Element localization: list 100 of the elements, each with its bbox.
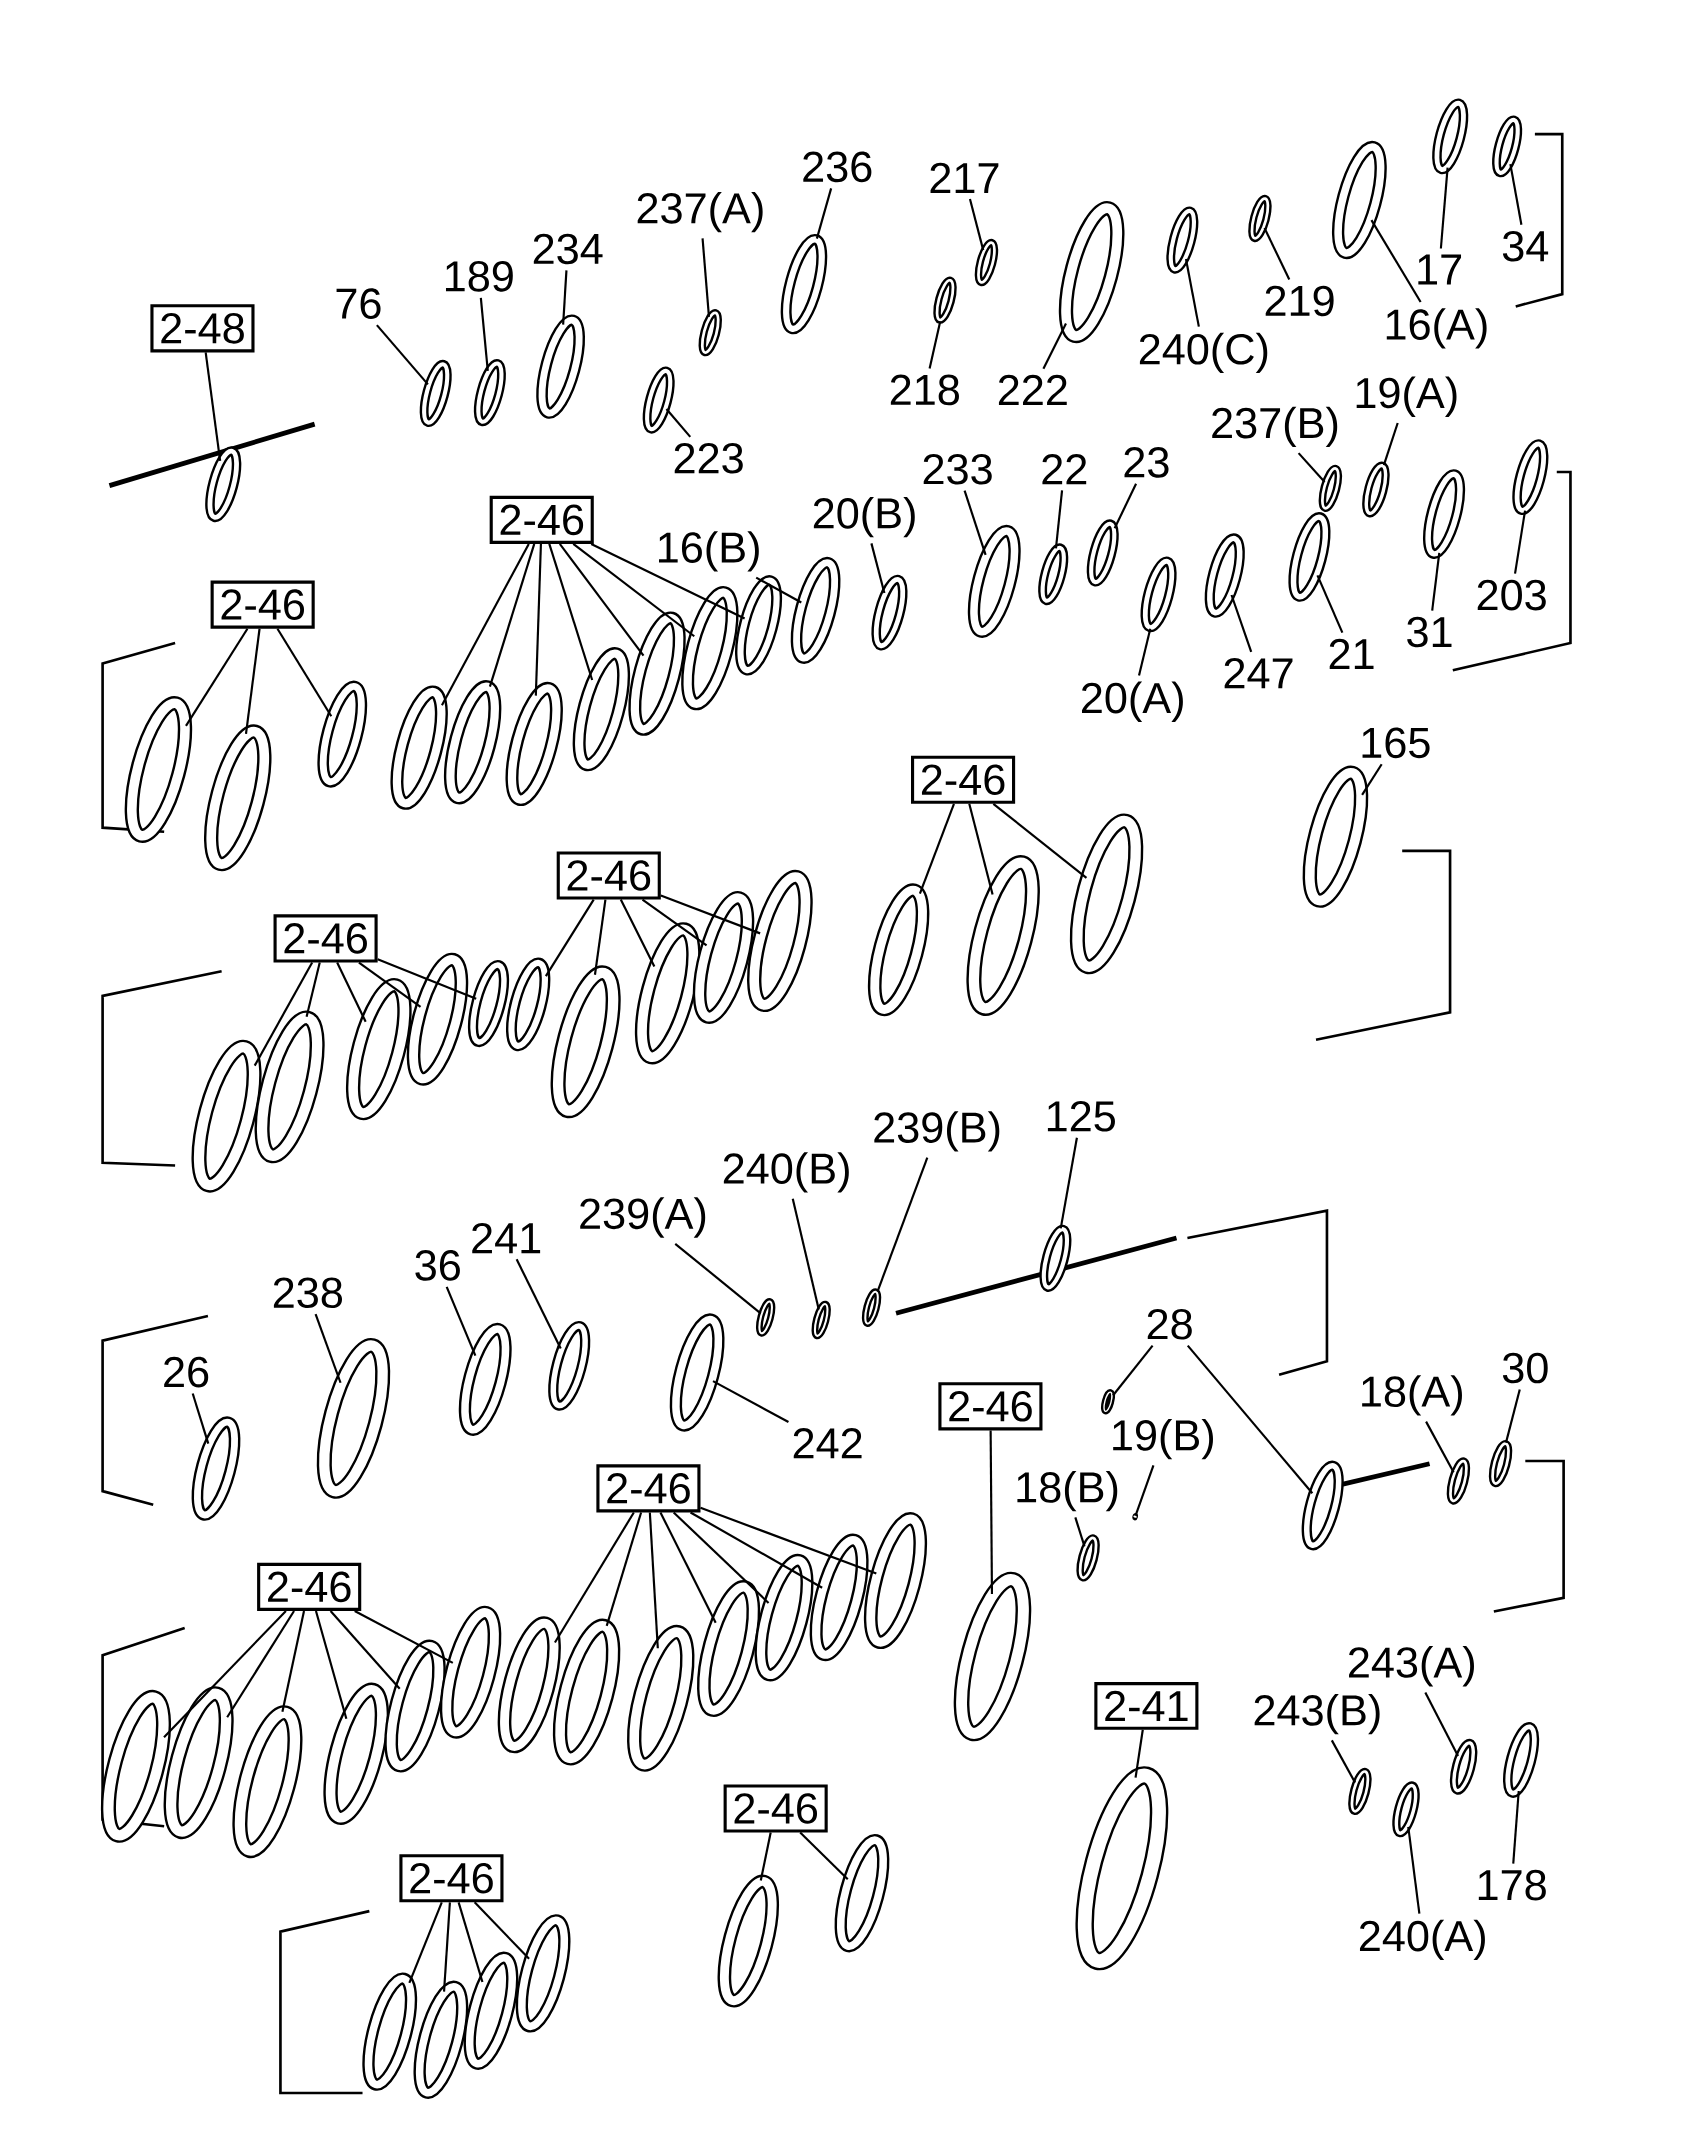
ring-part — [974, 238, 998, 287]
ring-part — [419, 359, 452, 427]
leader-line — [1042, 323, 1067, 370]
leader-line — [815, 188, 832, 239]
ring-part — [1449, 1738, 1478, 1795]
reference-box: 2-46 — [723, 1784, 828, 1833]
callout-number: 76 — [336, 288, 381, 319]
ring-part — [834, 1834, 890, 1953]
leader-line — [1134, 1465, 1155, 1515]
ring-part — [933, 276, 957, 324]
leader-line — [1137, 628, 1152, 676]
leader-line — [558, 543, 645, 657]
ring-part — [124, 696, 192, 843]
leader-line — [244, 628, 261, 734]
callout-number: 20(A) — [1081, 681, 1183, 722]
callout-number: 18(A) — [1362, 1375, 1462, 1416]
callout-number: 34 — [1502, 230, 1548, 262]
callout-number: 234 — [533, 233, 603, 265]
leader-line — [689, 1511, 823, 1589]
leader-line — [791, 1198, 820, 1310]
ring-part — [1075, 1766, 1169, 1971]
callout-number: 240(B) — [723, 1152, 849, 1193]
leader-line — [963, 490, 987, 556]
leader-line — [163, 1610, 287, 1739]
reference-box: 2-46 — [596, 1464, 701, 1513]
ring-part — [626, 1625, 695, 1772]
ring-part — [458, 1322, 512, 1436]
ring-part — [1348, 1767, 1372, 1815]
ring-part — [323, 1682, 389, 1825]
ring-part — [1058, 201, 1125, 344]
leader-line — [1430, 552, 1441, 611]
ring-part — [967, 524, 1021, 638]
callout-number: 203 — [1477, 579, 1546, 611]
leader-line — [1113, 483, 1137, 529]
ring-part — [384, 1639, 446, 1773]
leader-line — [674, 1242, 762, 1315]
callout-number: 223 — [674, 442, 743, 474]
callout-number: 239(B) — [874, 1111, 1000, 1152]
reference-box: 2-41 — [1094, 1682, 1199, 1730]
ring-part — [1248, 194, 1272, 243]
leader-line — [358, 961, 421, 1008]
leader-line — [544, 899, 595, 977]
ring-part — [572, 647, 630, 772]
leader-line — [1184, 258, 1200, 327]
ring-part — [1491, 115, 1522, 178]
leader-line — [479, 297, 489, 371]
leader-line — [992, 803, 1087, 879]
leader-line — [184, 628, 249, 727]
leader-line — [1382, 422, 1399, 466]
reference-box: 2-46 — [938, 1382, 1043, 1431]
ring-part — [439, 1605, 502, 1739]
ring-part — [473, 359, 506, 427]
leader-line — [191, 1393, 210, 1444]
callout-number: 247 — [1224, 657, 1293, 689]
ring-part — [232, 1705, 303, 1859]
callout-number: 222 — [998, 374, 1067, 405]
leader-line — [699, 1506, 877, 1575]
callout-number: 238 — [273, 1277, 342, 1309]
leader-line — [1054, 490, 1063, 549]
ring-part — [1392, 1781, 1420, 1838]
ring-part — [100, 1690, 171, 1843]
reference-box: 2-48 — [150, 304, 255, 353]
ring-part — [966, 855, 1040, 1016]
leader-line — [281, 1610, 305, 1713]
ring-part — [755, 1298, 776, 1337]
ring-part — [1488, 1440, 1513, 1488]
ring-part — [790, 556, 841, 664]
ring-part — [863, 1512, 927, 1649]
leader-line — [648, 1512, 659, 1649]
leader-line — [354, 1610, 454, 1664]
leader-line — [314, 1313, 342, 1384]
leader-line — [1263, 227, 1291, 280]
callout-number: 178 — [1478, 1869, 1546, 1901]
ring-part — [552, 1618, 621, 1766]
callout-number: 16(B) — [658, 531, 759, 572]
leader-line — [457, 1902, 484, 1983]
reference-box: 2-46 — [256, 1562, 362, 1611]
ring-part — [191, 1416, 241, 1521]
leader-line — [968, 198, 985, 251]
callout-number: 217 — [930, 162, 999, 193]
leader-line — [1230, 594, 1253, 653]
leader-line — [226, 1610, 295, 1718]
reference-box: 2-46 — [399, 1854, 504, 1903]
callout-number: 219 — [1265, 285, 1334, 317]
leader-line — [641, 898, 707, 947]
leader-line — [1361, 763, 1383, 796]
callout-number: 243(A) — [1348, 1646, 1474, 1687]
ring-part — [1204, 533, 1245, 618]
callout-number: 239(A) — [580, 1197, 705, 1238]
leader-line — [561, 270, 568, 325]
leader-line — [515, 1258, 562, 1350]
ring-part — [1086, 519, 1119, 587]
leader-line — [375, 324, 429, 386]
ring-part — [515, 1914, 571, 2033]
callout-number: 242 — [793, 1428, 862, 1459]
ring-part — [1037, 543, 1069, 606]
callout-number: 218 — [890, 374, 959, 406]
leader-line — [204, 352, 222, 462]
reference-box: 2-46 — [556, 851, 661, 900]
callout-number: 36 — [415, 1250, 460, 1281]
